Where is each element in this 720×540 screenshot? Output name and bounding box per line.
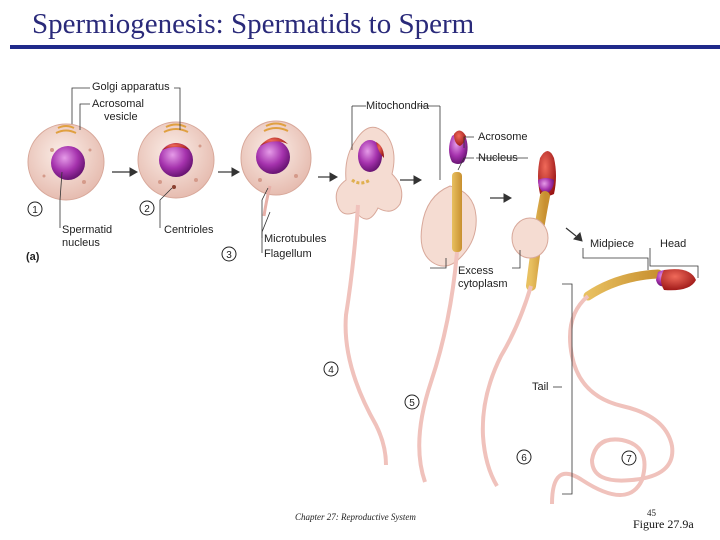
label-nucleus: Nucleus bbox=[478, 152, 518, 164]
label-excess-cytoplasm-line1: Excess bbox=[458, 265, 494, 277]
step-2-number: 2 bbox=[144, 204, 150, 215]
label-midpiece: Midpiece bbox=[590, 238, 635, 250]
spermatid-stage-4 bbox=[335, 126, 403, 466]
label-golgi-apparatus: Golgi apparatus bbox=[92, 81, 170, 93]
step-3-number: 3 bbox=[226, 250, 232, 261]
label-flagellum: Flagellum bbox=[264, 248, 312, 260]
step-1-number: 1 bbox=[32, 205, 38, 216]
label-head: Head bbox=[660, 238, 687, 250]
label-acrosome: Acrosome bbox=[478, 131, 528, 143]
step-6-number: 6 bbox=[521, 453, 527, 464]
stage-arrows bbox=[112, 167, 583, 242]
spermatid-stage-2 bbox=[137, 121, 215, 199]
step-5-number: 5 bbox=[409, 398, 415, 409]
label-centrioles: Centrioles bbox=[164, 224, 214, 236]
mature-sperm-stage-7 bbox=[550, 269, 696, 505]
step-7-number: 7 bbox=[626, 454, 632, 465]
leader-lines bbox=[59, 87, 699, 495]
label-mitochondria: Mitochondria bbox=[366, 100, 429, 112]
label-acrosomal-vesicle-line2: vesicle bbox=[104, 111, 138, 123]
label-spermatid-nucleus-line2: nucleus bbox=[62, 237, 100, 249]
label-excess-cytoplasm-line2: cytoplasm bbox=[458, 278, 508, 290]
label-spermatid-nucleus-line1: Spermatid bbox=[62, 224, 113, 236]
spermatid-stage-6 bbox=[480, 151, 556, 488]
label-panel-a: (a) bbox=[26, 251, 40, 263]
slide-title: Spermiogenesis: Spermatids to Sperm bbox=[32, 8, 475, 40]
label-tail: Tail bbox=[532, 381, 549, 393]
footer-page-number: 45 bbox=[647, 508, 656, 518]
step-4-number: 4 bbox=[328, 365, 334, 376]
label-acrosomal-vesicle-line1: Acrosomal bbox=[92, 98, 144, 110]
spermatid-stage-1 bbox=[27, 123, 105, 201]
spermatid-stage-5 bbox=[417, 130, 477, 483]
footer-chapter: Chapter 27: Reproductive System bbox=[295, 512, 416, 522]
label-microtubules: Microtubules bbox=[264, 233, 327, 245]
spermatid-stage-3 bbox=[240, 120, 312, 217]
footer-figure-label: Figure 27.9a bbox=[633, 517, 694, 531]
title-underline bbox=[10, 45, 720, 49]
